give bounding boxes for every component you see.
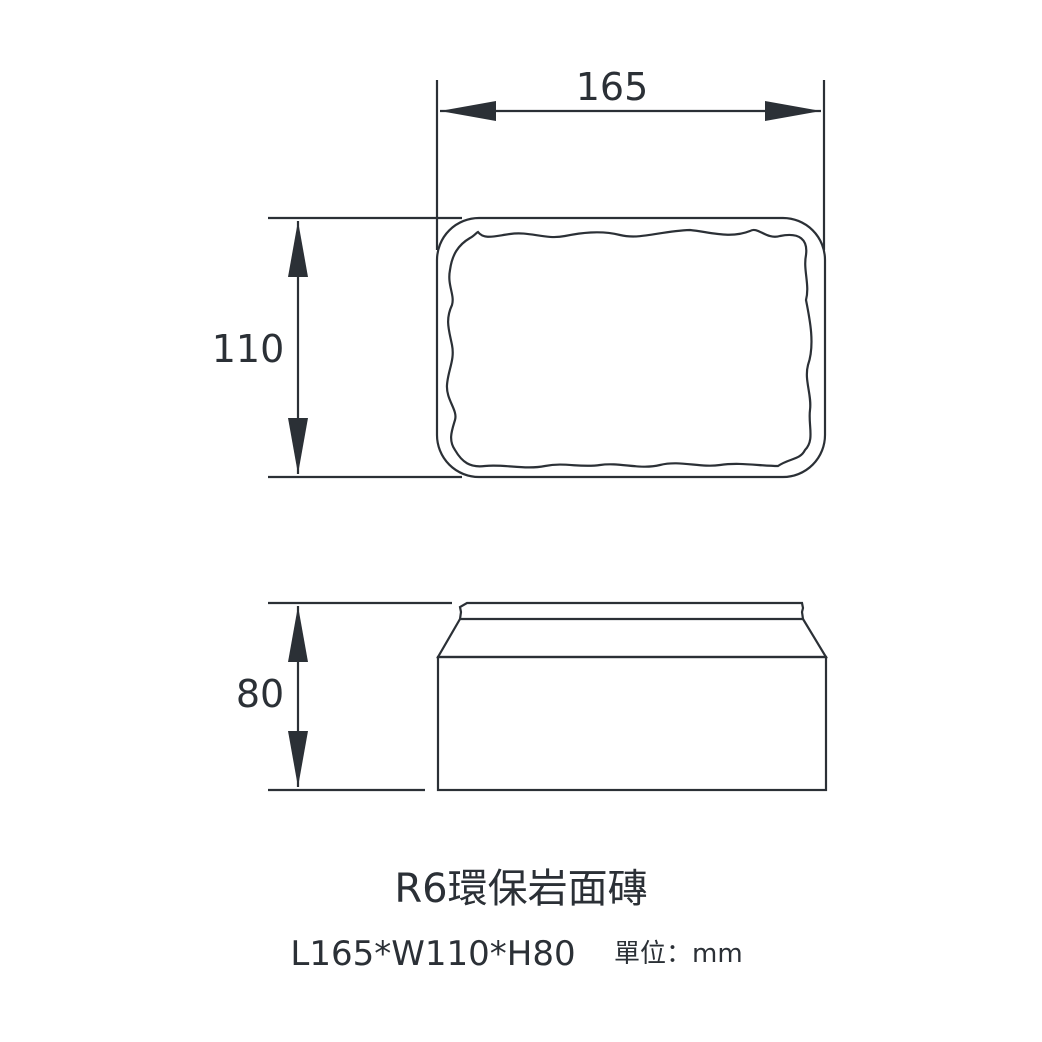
length-label: 165 [576, 65, 649, 109]
arrow-up-icon [288, 606, 308, 662]
side-view: 80 [236, 601, 828, 792]
top-lip [458, 601, 805, 621]
arrow-up-icon [288, 221, 308, 277]
arrow-down-icon [288, 418, 308, 474]
block-body [436, 655, 828, 792]
chamfer [436, 618, 828, 659]
block-outline [435, 216, 827, 479]
width-label: 110 [212, 327, 285, 371]
arrow-left-icon [440, 101, 496, 121]
product-spec: L165*W110*H80 [290, 934, 575, 974]
height-label: 80 [236, 672, 284, 716]
arrow-right-icon [765, 101, 821, 121]
textured-face-outline [445, 228, 813, 469]
unit-label: 單位：mm [614, 939, 743, 969]
product-name: R6環保岩面磚 [394, 866, 647, 912]
top-view: 165 110 [212, 65, 827, 479]
arrow-down-icon [288, 731, 308, 787]
